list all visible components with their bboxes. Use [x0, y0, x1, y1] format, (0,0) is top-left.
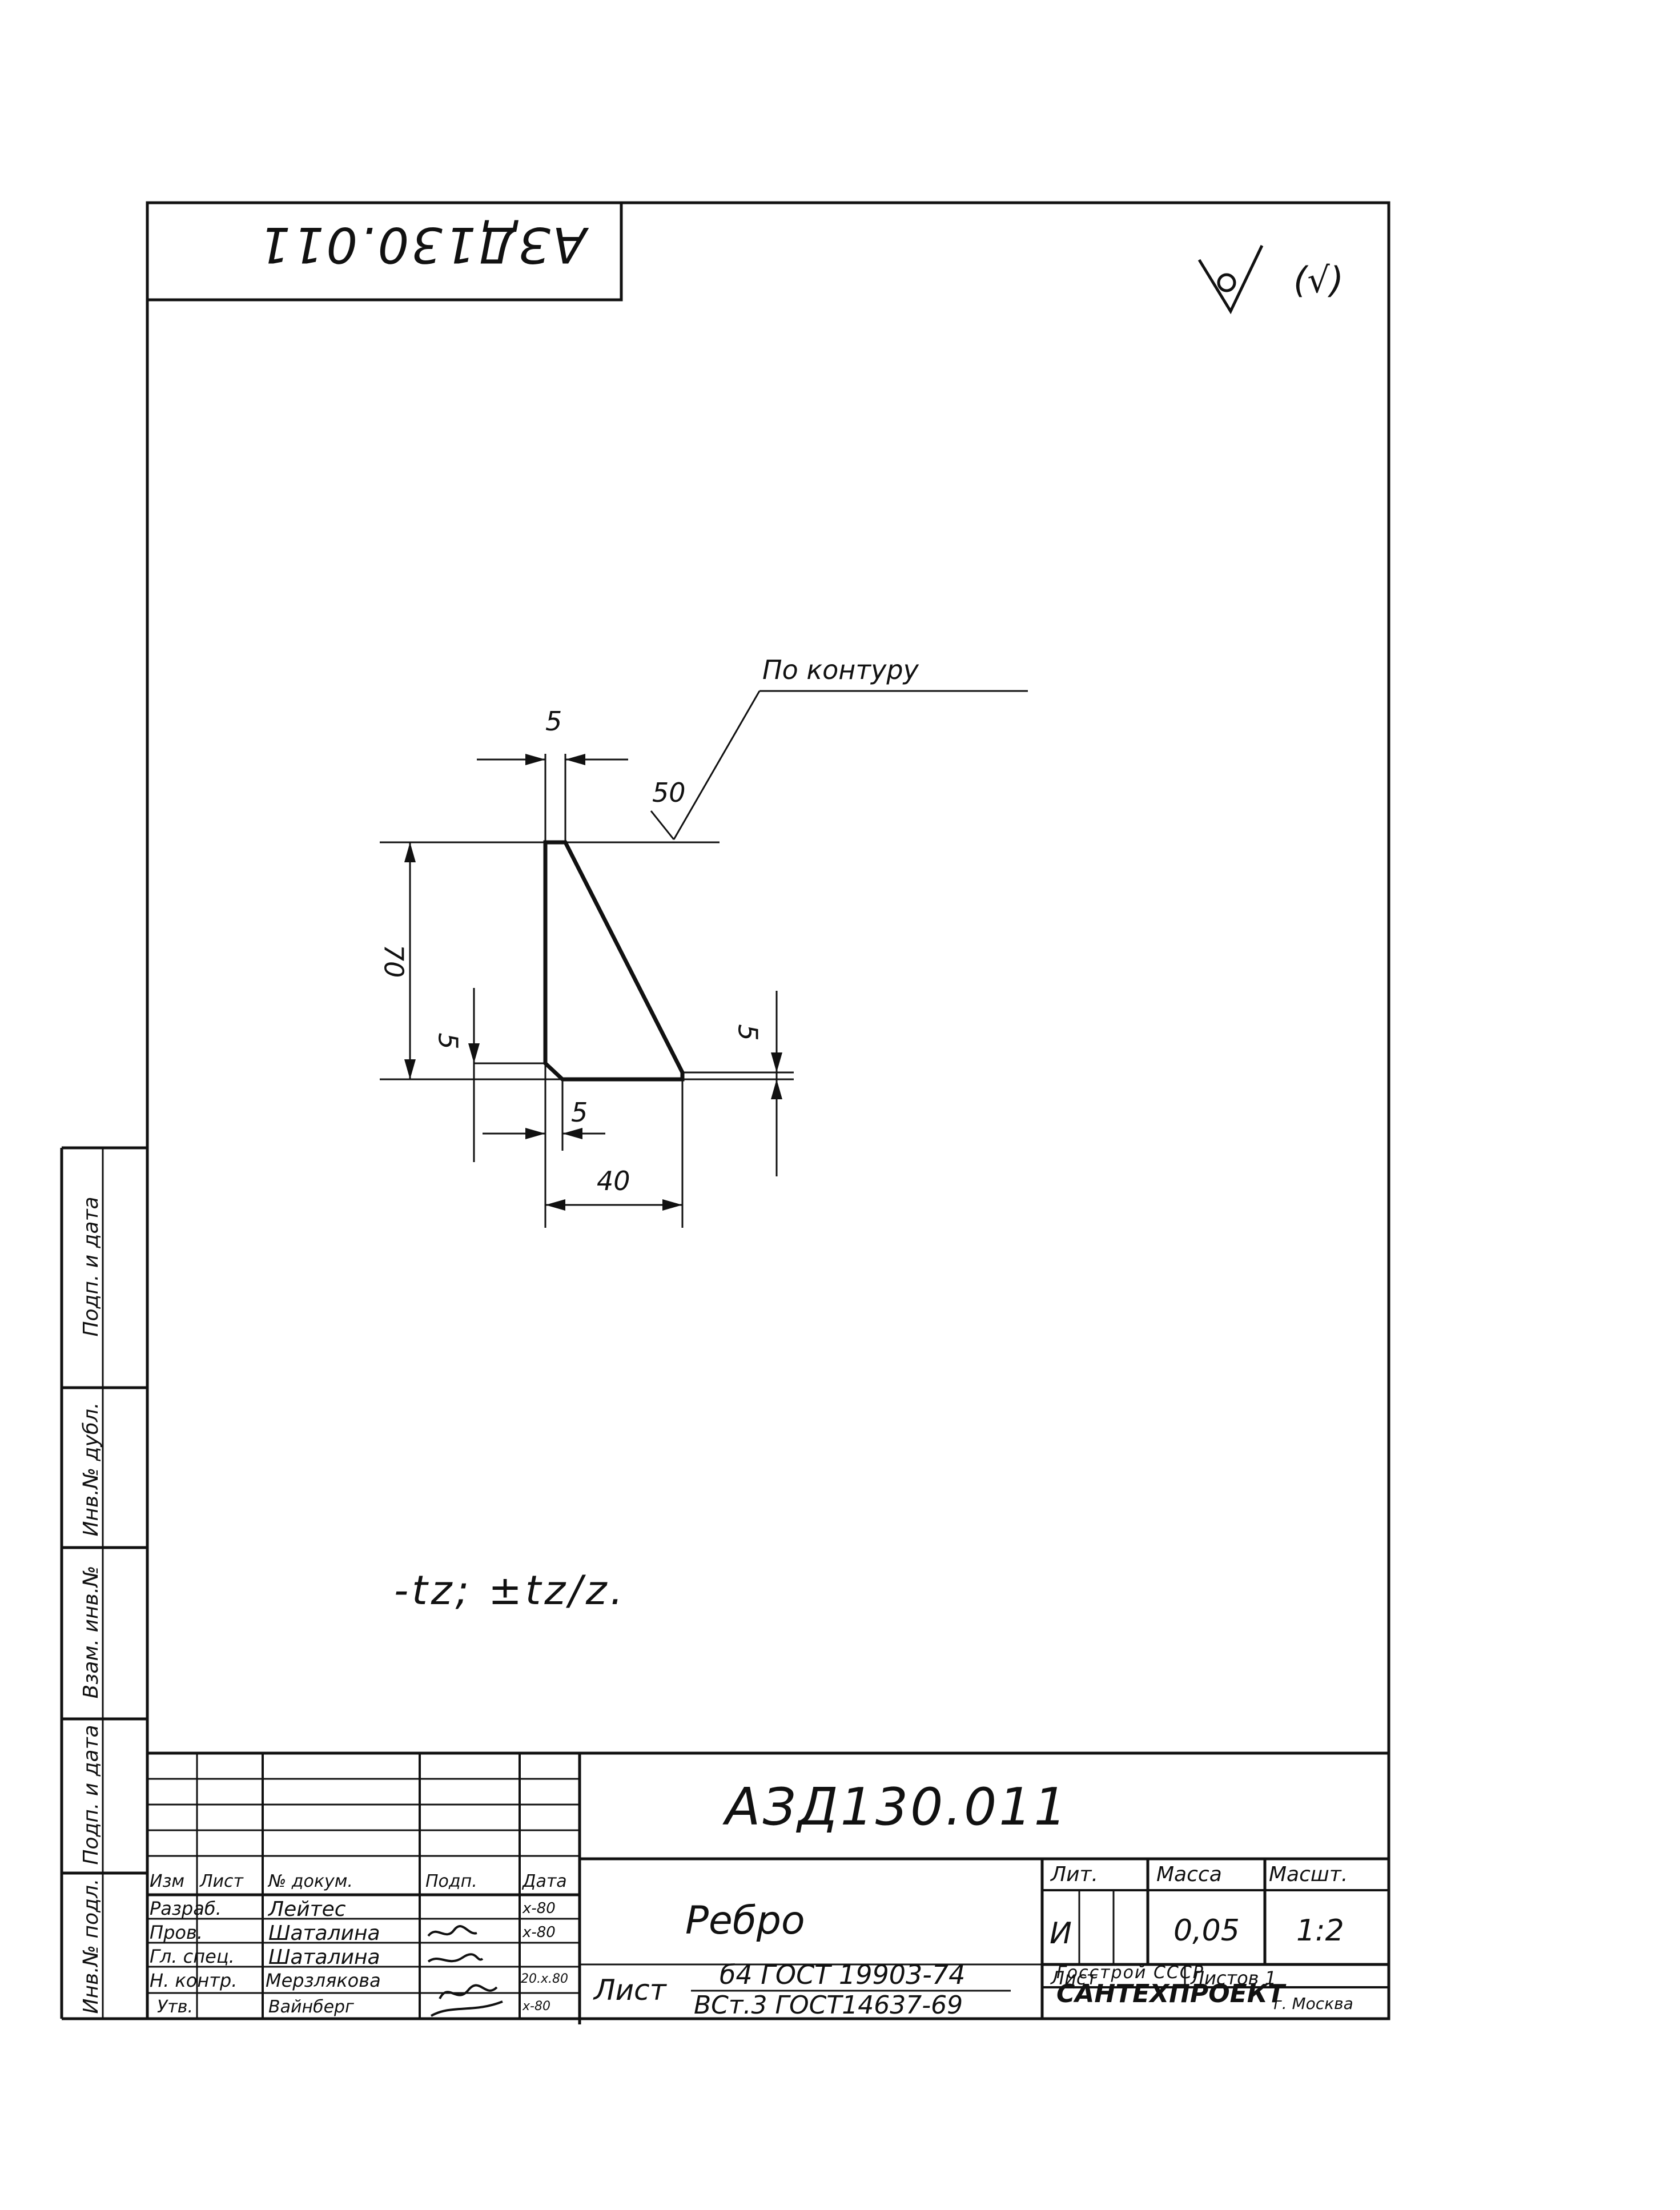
scale-value: 1:2 — [1296, 1914, 1344, 1948]
corner-drawing-code: АЗД130.011 — [257, 216, 586, 273]
corner-code-box — [146, 201, 623, 302]
sheet-frame — [146, 201, 1390, 2020]
signatures — [427, 1925, 503, 2017]
tolerance-note: -tz; ±tz/z. — [394, 1567, 626, 1614]
roughness-symbol — [1197, 244, 1264, 315]
dim-bottom: 40 — [597, 1166, 630, 1196]
dim-top: 5 — [545, 706, 562, 737]
side-label-2: Инв.№ дубл. — [79, 1402, 103, 1537]
sheets-label: Листов 1 — [1191, 1967, 1277, 1989]
arrowheads — [404, 754, 782, 1211]
material-line-2: ВСт.3 ГОСТ14637-69 — [694, 1991, 963, 2020]
header-list: Лист — [200, 1871, 244, 1891]
row-role-3: Гл. спец. — [150, 1946, 235, 1967]
side-strip — [60, 1146, 147, 2020]
header-izm: Изм — [150, 1871, 185, 1891]
sheet-label: Лист — [1051, 1967, 1098, 1989]
title-block-code: АЗД130.011 — [725, 1777, 1069, 1837]
side-label-3: Взам. инв.№ — [79, 1565, 103, 1699]
row-role-2: Пров. — [150, 1922, 203, 1943]
org-name: САНТЕХПРОЕКТ — [1056, 1979, 1285, 2008]
mass-value: 0,05 — [1173, 1914, 1240, 1948]
scale-label: Масшт. — [1269, 1863, 1348, 1886]
mass-label: Масса — [1156, 1863, 1222, 1886]
material-fraction-bar — [691, 1990, 1011, 1992]
dim-left-small: 5 — [432, 1032, 464, 1050]
org-line-1: Госстрой СССР — [1056, 1963, 1204, 1983]
roughness-mark: (√) — [1293, 259, 1344, 301]
material-line-1: б4 ГОСТ 19903-74 — [720, 1959, 966, 1990]
material-prefix: Лист — [594, 1974, 666, 2007]
row-person-3: Шаталина — [268, 1946, 380, 1969]
row-date-1: х-80 — [523, 1900, 556, 1917]
side-label-1: Подп. и дата — [79, 1196, 103, 1337]
row-role-utv: Утв. — [157, 1997, 193, 2017]
dimension-lines — [380, 690, 1028, 1228]
side-label-4: Подп. и дата — [79, 1725, 103, 1865]
part-outline — [543, 840, 685, 1082]
title-block-grid — [147, 1751, 1389, 2024]
contour-note: По контуру — [762, 654, 919, 685]
roughness-value: 50 — [652, 777, 686, 808]
row-person-utv: Вайнберг — [268, 1997, 354, 2017]
dim-height: 70 — [378, 944, 409, 978]
side-label-5: Инв.№ подл. — [79, 1878, 103, 2014]
row-date-4: 20.х.80 — [521, 1972, 568, 1986]
header-doc: № докум. — [268, 1871, 353, 1891]
dim-right-small: 5 — [732, 1024, 763, 1041]
row-person-4: Мерзлякова — [266, 1970, 381, 1991]
header-podp: Подп. — [425, 1871, 477, 1891]
dim-bottom-small: 5 — [571, 1097, 588, 1128]
row-person-1: Лейтес — [268, 1898, 346, 1921]
header-date: Дата — [523, 1871, 567, 1891]
lit-value: И — [1050, 1916, 1072, 1951]
row-person-2: Шаталина — [268, 1922, 380, 1945]
lit-label: Лит. — [1051, 1863, 1098, 1886]
row-role-4: Н. контр. — [150, 1970, 238, 1991]
part-name: Ребро — [685, 1898, 805, 1943]
row-date-utv: х-80 — [523, 1999, 550, 2014]
org-city: г. Москва — [1273, 1994, 1353, 2013]
row-role-1: Разраб. — [150, 1898, 222, 1919]
row-date-2: х-80 — [523, 1924, 556, 1941]
